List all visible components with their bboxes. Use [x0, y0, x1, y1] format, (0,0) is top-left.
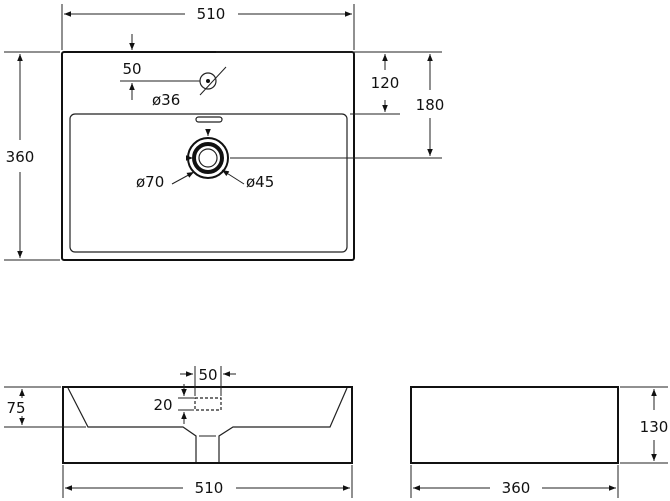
drain-position-label: 180 [416, 96, 445, 114]
tap-offset-label: 50 [122, 60, 141, 78]
overflow-width-dimension: 50 [180, 366, 236, 396]
drain-outer-label: ø70 [136, 173, 164, 191]
width-label-front: 510 [195, 479, 224, 497]
basin-outline-side [410, 386, 619, 464]
overflow-slot-top [195, 116, 223, 123]
drain [186, 129, 229, 179]
tap-to-drain-dimension: 120 [216, 51, 400, 115]
depth-dimension-top: 360 [4, 51, 60, 261]
height-label-side: 130 [640, 418, 669, 436]
rim-depth-dimension: 75 [4, 386, 86, 428]
height-dimension-side: 130 [620, 386, 669, 464]
rim-depth-label: 75 [6, 399, 25, 417]
top-view: 510 360 50 ø36 120 [4, 4, 445, 261]
side-view: 130 360 [410, 386, 669, 498]
tap-offset-dimension: 50 [120, 34, 200, 100]
tap-hole [199, 66, 227, 96]
drain-position-dimension: 180 [230, 51, 445, 159]
drain-inner-label: ø45 [246, 173, 274, 191]
basin-bowl-top [69, 113, 348, 253]
overflow-width-label: 50 [198, 366, 217, 384]
basin-outline-top [61, 51, 355, 261]
overflow-channel-front [194, 397, 222, 411]
tap-to-drain-label: 120 [371, 74, 400, 92]
tap-hole-label: ø36 [152, 91, 180, 109]
width-dimension-top: 510 [61, 4, 355, 50]
front-view: 50 20 75 510 [4, 366, 353, 498]
width-label-top: 510 [197, 5, 226, 23]
depth-dimension-side: 360 [410, 465, 619, 498]
width-dimension-front: 510 [62, 465, 353, 498]
basin-bowl-front [67, 387, 348, 462]
depth-label-side: 360 [502, 479, 531, 497]
basin-outline-front [62, 386, 353, 464]
depth-label-top: 360 [6, 148, 35, 166]
overflow-height-dimension: 20 [153, 384, 194, 424]
overflow-height-label: 20 [153, 396, 172, 414]
